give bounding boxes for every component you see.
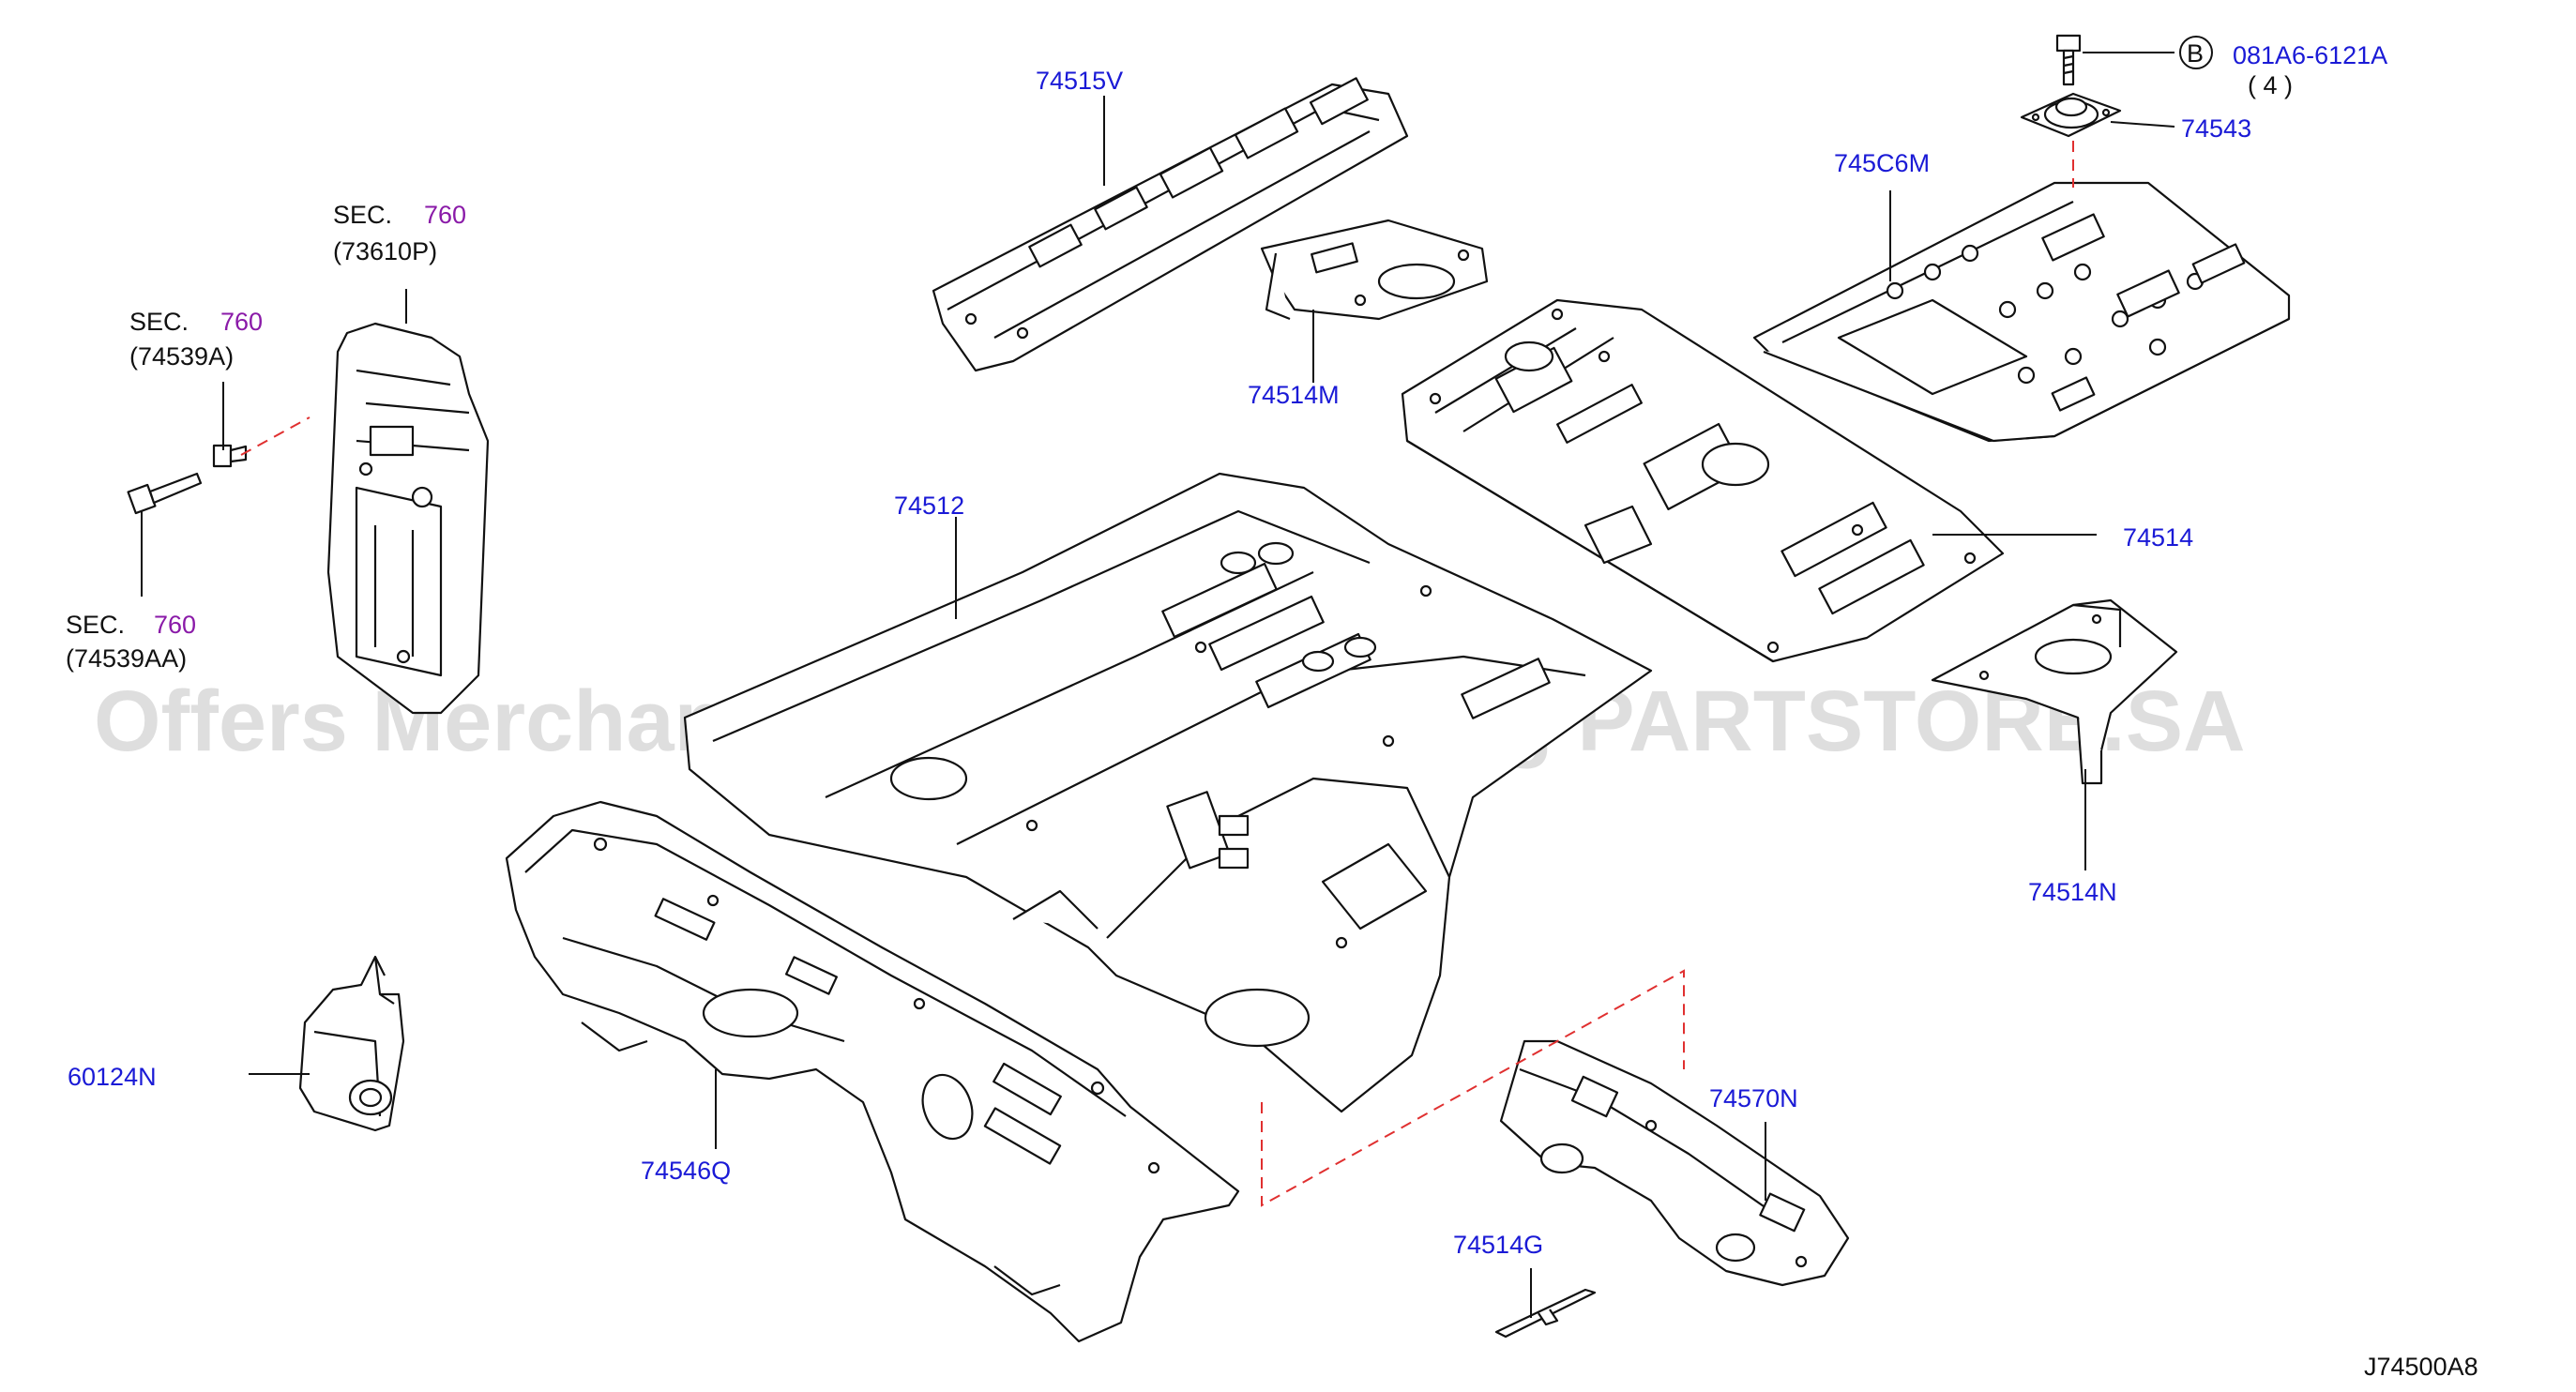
callout-74512[interactable]: 74512 (894, 492, 964, 520)
bolt-74539AA-drawing[interactable] (127, 472, 203, 515)
part-74514G-drawing[interactable] (1494, 1288, 1597, 1339)
callout-081A6-6121A[interactable]: 081A6-6121A (2233, 41, 2387, 69)
part-74514-drawing[interactable] (1401, 298, 2005, 663)
sec-ref-74539AA-number[interactable]: 760 (154, 611, 196, 639)
dashed-ref-74539A (240, 416, 311, 456)
callout-745C6M[interactable]: 745C6M (1834, 149, 1930, 177)
part-74543-drawing[interactable] (2020, 92, 2122, 138)
callout-74514M[interactable]: 74514M (1248, 381, 1340, 409)
part-74515V-drawing[interactable] (932, 77, 1409, 372)
sec-ref-74539AA-part: (74539AA) (66, 644, 187, 673)
part-74512-drawing[interactable] (683, 472, 1653, 1113)
sec-ref-73610P-prefix: SEC. (333, 201, 392, 229)
sec-ref-74539AA-prefix: SEC. (66, 611, 125, 639)
part-74514N-drawing[interactable] (1931, 598, 2178, 785)
callout-74546Q[interactable]: 74546Q (641, 1157, 731, 1185)
bolt-081A6-6121A-drawing[interactable] (2055, 34, 2082, 86)
callout-74543[interactable]: 74543 (2181, 114, 2251, 143)
bolt-74539A-drawing[interactable] (212, 444, 248, 468)
diagram-code: J74500A8 (2364, 1353, 2478, 1381)
callout-badge-B: B (2187, 39, 2204, 68)
badge-circle (2179, 36, 2213, 69)
part-73610P-drawing[interactable] (326, 322, 490, 715)
part-60124N-drawing[interactable] (298, 955, 405, 1132)
callout-60124N[interactable]: 60124N (68, 1063, 157, 1091)
sec-ref-74539A-number[interactable]: 760 (220, 308, 263, 336)
sec-ref-73610P-number[interactable]: 760 (424, 201, 466, 229)
sec-ref-74539A-part: (74539A) (129, 342, 234, 371)
callout-74515V[interactable]: 74515V (1036, 67, 1123, 95)
sec-ref-73610P-part: (73610P) (333, 237, 437, 265)
part-74570N-drawing[interactable] (1499, 1039, 1850, 1287)
dashed-ref-74570N (1261, 969, 1685, 1207)
part-74546Q-drawing[interactable] (505, 800, 1240, 1343)
part-745C6M-drawing[interactable] (1752, 181, 2291, 443)
callout-74514G[interactable]: 74514G (1453, 1231, 1543, 1259)
callout-74514N[interactable]: 74514N (2028, 878, 2117, 906)
callout-74570N[interactable]: 74570N (1709, 1084, 1798, 1112)
sec-ref-74539A-prefix: SEC. (129, 308, 189, 336)
callout-74514[interactable]: 74514 (2123, 523, 2193, 552)
callout-quantity: ( 4 ) (2248, 71, 2293, 99)
part-74514M-drawing[interactable] (1260, 219, 1489, 321)
